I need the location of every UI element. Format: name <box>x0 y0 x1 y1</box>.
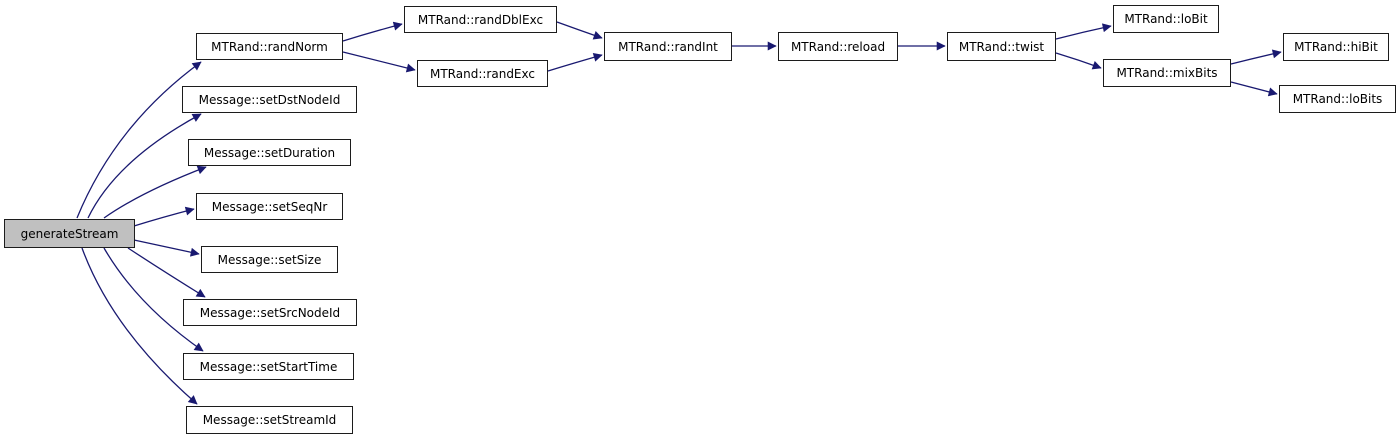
node-message-setstreamid[interactable]: Message::setStreamId <box>186 406 353 434</box>
edge-generatestream-to-message-setdstnodeid <box>87 113 202 219</box>
node-message-setsize[interactable]: Message::setSize <box>201 246 338 273</box>
node-mtrand-lobit[interactable]: MTRand::loBit <box>1113 5 1219 33</box>
node-mtrand-lobits[interactable]: MTRand::loBits <box>1279 85 1396 113</box>
node-message-setduration[interactable]: Message::setDuration <box>188 139 351 166</box>
edge-generatestream-to-message-setsrcnodeid <box>127 247 206 298</box>
node-mtrand-randint[interactable]: MTRand::randInt <box>604 32 732 61</box>
edge-mtrand-randexc-to-mtrand-randint <box>547 52 603 72</box>
node-mtrand-reload[interactable]: MTRand::reload <box>778 32 898 61</box>
edge-generatestream-to-message-setsize <box>133 239 200 257</box>
edge-mtrand-randnorm-to-mtrand-randdblexc <box>342 21 403 42</box>
node-mtrand-randexc[interactable]: MTRand::randExc <box>417 60 548 87</box>
edge-generatestream-to-message-setduration <box>103 165 207 219</box>
node-mtrand-hibit[interactable]: MTRand::hiBit <box>1283 33 1389 61</box>
node-generatestream: generateStream <box>4 219 135 248</box>
edge-mtrand-twist-to-mtrand-lobit <box>1055 23 1112 40</box>
edge-generatestream-to-message-setseqnr <box>133 206 195 227</box>
node-mtrand-mixbits[interactable]: MTRand::mixBits <box>1103 59 1231 87</box>
node-mtrand-randnorm[interactable]: MTRand::randNorm <box>196 33 343 60</box>
edge-mtrand-mixbits-to-mtrand-hibit <box>1230 49 1282 65</box>
edge-mtrand-mixbits-to-mtrand-lobits <box>1230 81 1278 97</box>
node-message-setseqnr[interactable]: Message::setSeqNr <box>196 193 343 220</box>
node-message-setstarttime[interactable]: Message::setStartTime <box>183 353 354 380</box>
node-message-setdstnodeid[interactable]: Message::setDstNodeId <box>182 86 357 113</box>
node-mtrand-randdblexc[interactable]: MTRand::randDblExc <box>404 6 557 33</box>
edge-mtrand-twist-to-mtrand-mixbits <box>1055 52 1102 70</box>
node-message-setsrcnodeid[interactable]: Message::setSrcNodeId <box>183 299 357 326</box>
edge-mtrand-randnorm-to-mtrand-randexc <box>342 51 416 73</box>
node-mtrand-twist[interactable]: MTRand::twist <box>947 32 1056 61</box>
edge-generatestream-to-message-setstreamid <box>81 247 198 405</box>
edge-mtrand-randdblexc-to-mtrand-randint <box>556 21 603 40</box>
